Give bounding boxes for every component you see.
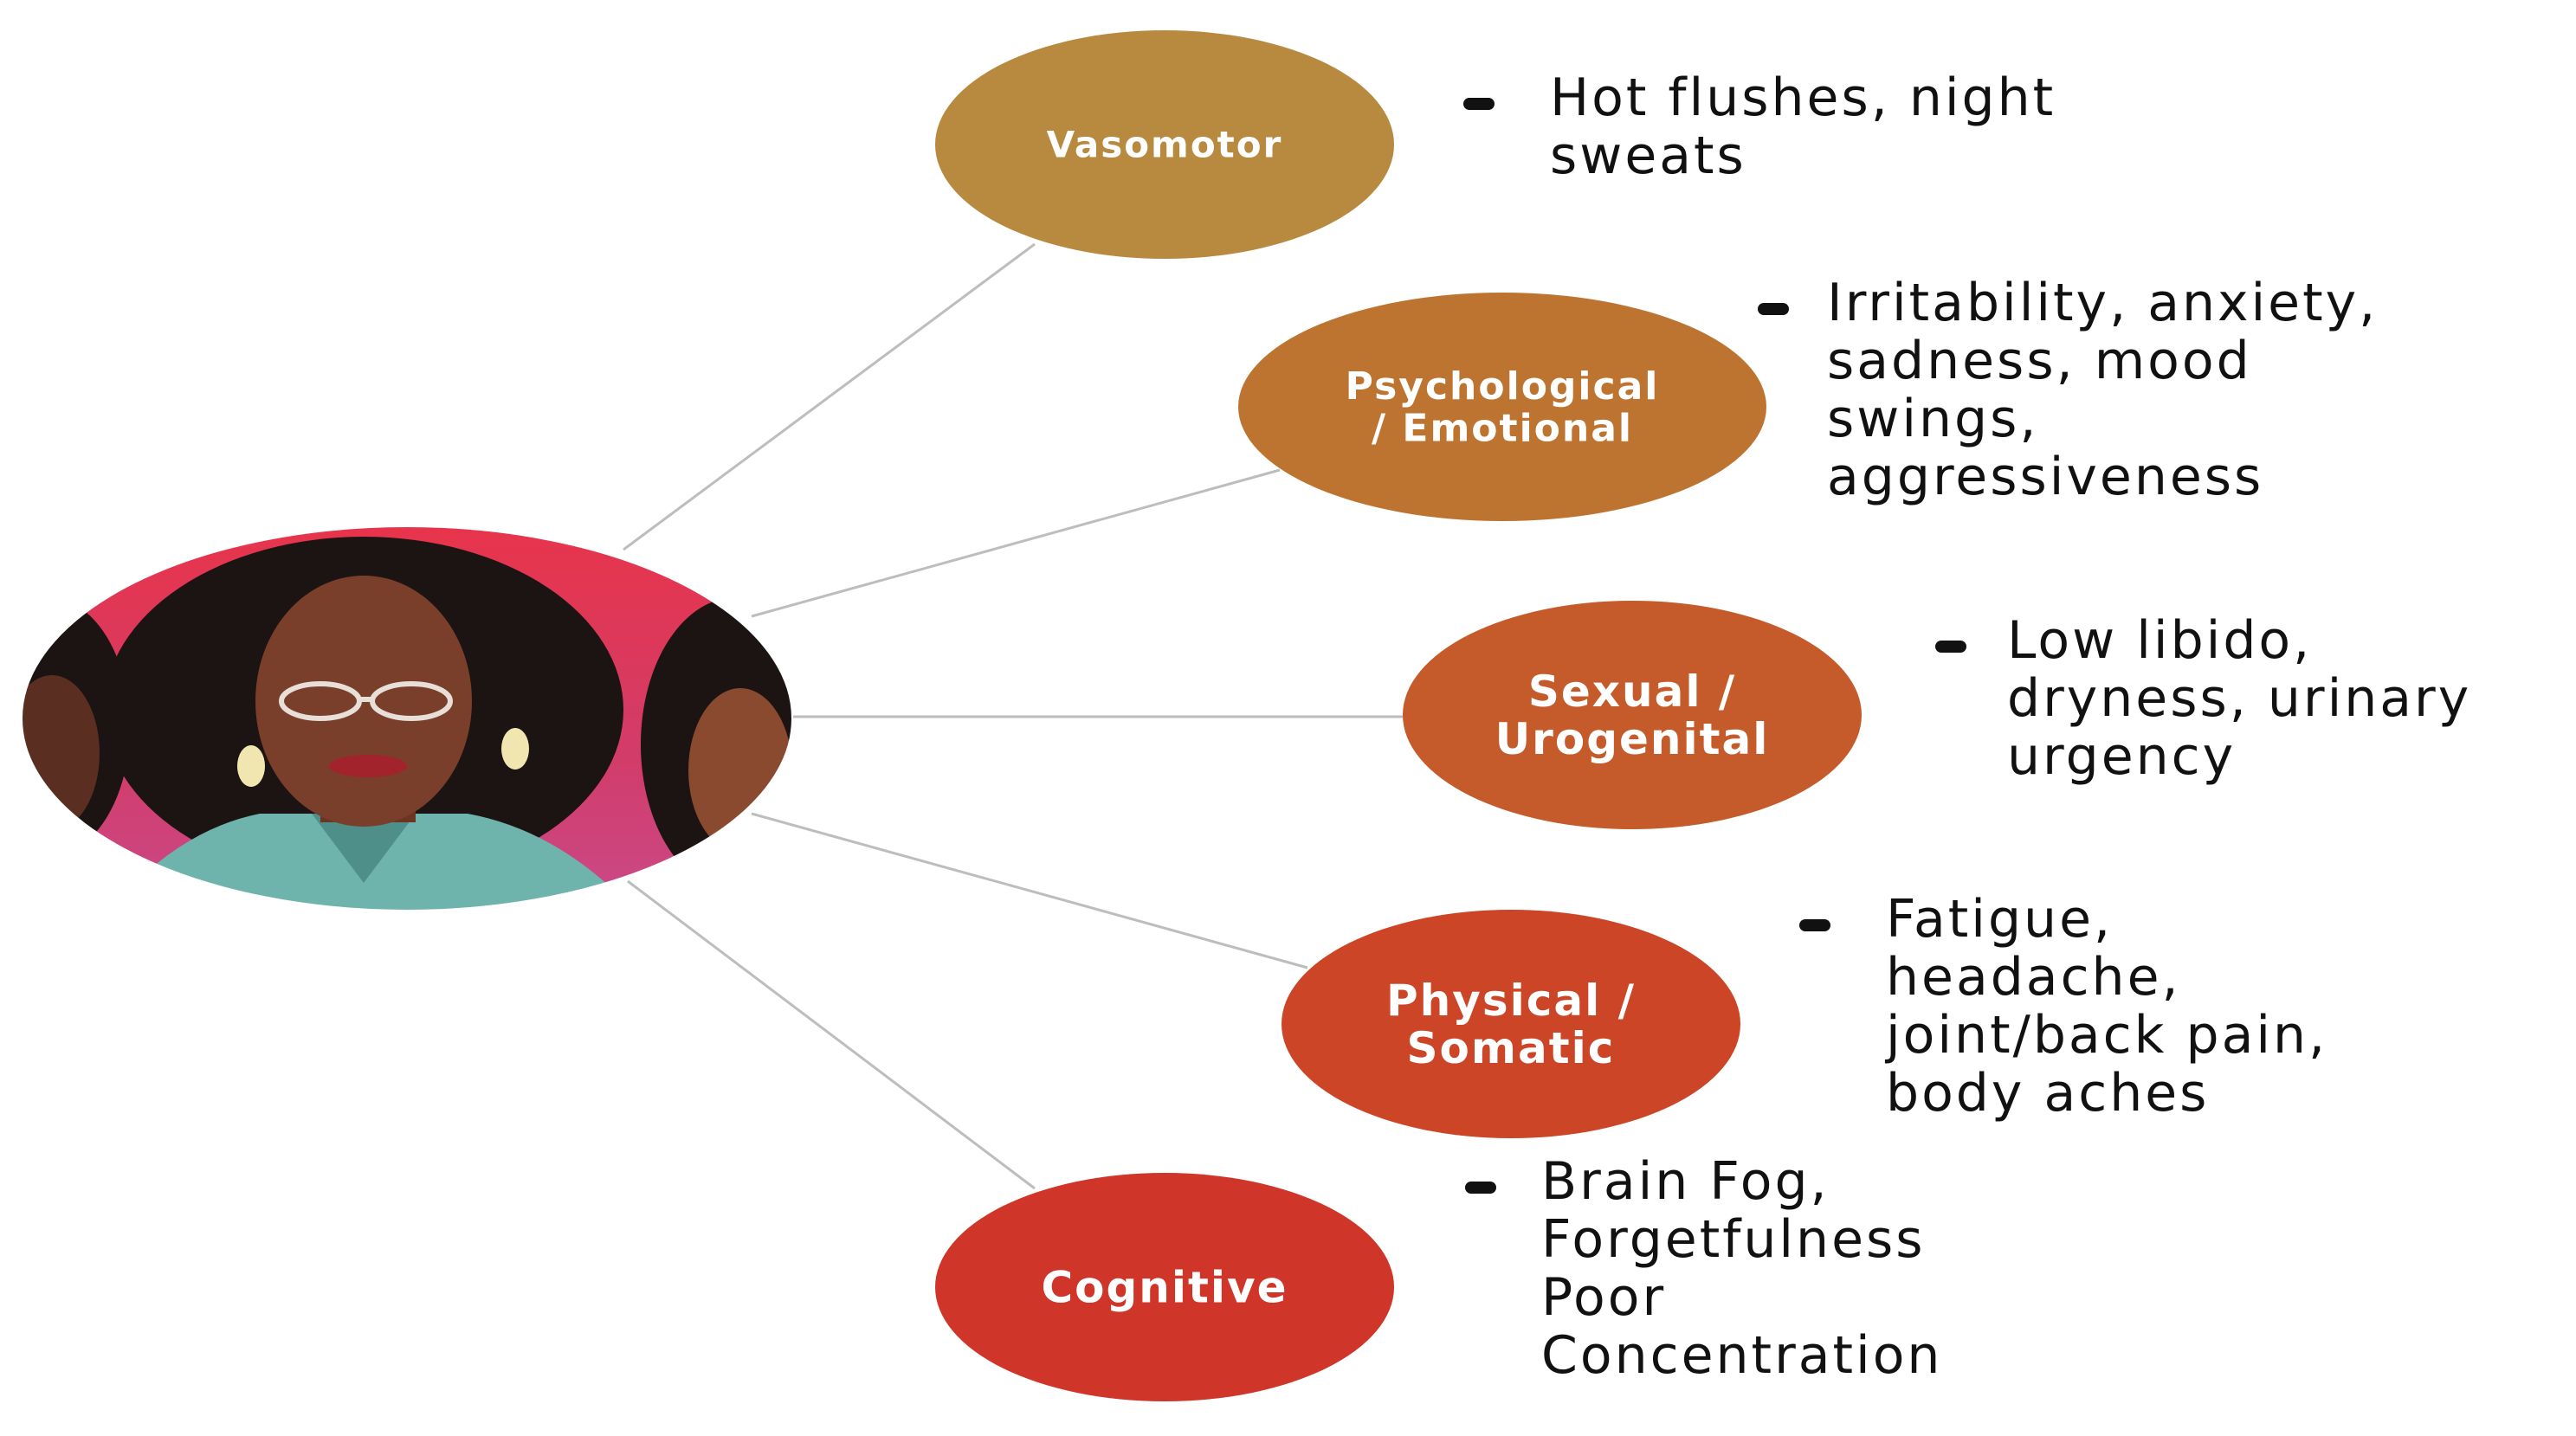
central-portrait <box>22 526 792 911</box>
symptom-line-psychological: aggressiveness <box>1827 447 2263 507</box>
node-physical: Physical /Somatic <box>1282 910 1740 1138</box>
left-earring <box>237 745 265 787</box>
symptom-line-cognitive: Poor <box>1541 1267 1666 1328</box>
node-psychological: Psychological/ Emotional <box>1238 293 1766 521</box>
connector-physical <box>751 812 1308 969</box>
symptoms-physical: Fatigue,headache,joint/back pain,body ac… <box>1799 889 2327 1124</box>
bullet-marker-vasomotor <box>1463 98 1495 110</box>
symptom-line-psychological: sadness, mood <box>1827 331 2252 391</box>
symptom-line-physical: body aches <box>1886 1063 2209 1124</box>
symptom-line-physical: joint/back pain, <box>1884 1005 2327 1066</box>
node-cognitive: Cognitive <box>935 1173 1394 1401</box>
connector-lines <box>623 242 1403 1190</box>
node-label-physical: Somatic <box>1407 1023 1616 1073</box>
node-sexual: Sexual /Urogenital <box>1403 601 1862 829</box>
node-label-sexual: Sexual / <box>1528 666 1736 717</box>
symptom-line-cognitive: Concentration <box>1541 1325 1942 1386</box>
symptom-line-vasomotor: Hot flushes, night <box>1550 68 2056 128</box>
node-label-psychological: Psychological <box>1346 364 1660 409</box>
left-figure-face <box>22 675 100 831</box>
connector-vasomotor <box>623 242 1036 551</box>
bullet-marker-psychological <box>1758 303 1789 315</box>
right-figure-face <box>688 688 792 853</box>
symptoms-psychological: Irritability, anxiety,sadness, moodswing… <box>1758 273 2378 507</box>
bullet-marker-physical <box>1799 919 1830 931</box>
node-label-cognitive: Cognitive <box>1041 1263 1288 1313</box>
node-ellipse-physical <box>1282 910 1740 1138</box>
node-label-physical: Physical / <box>1386 976 1636 1026</box>
main-figure-mouth <box>329 755 407 777</box>
symptom-line-psychological: swings, <box>1827 389 2038 449</box>
symptom-line-psychological: Irritability, anxiety, <box>1827 273 2378 333</box>
main-figure-collar <box>312 814 416 883</box>
portrait-frame <box>21 525 793 911</box>
bullet-marker-sexual <box>1935 641 1966 653</box>
node-ellipse-psychological <box>1238 293 1766 521</box>
symptom-line-cognitive: Brain Fog, <box>1541 1151 1830 1212</box>
node-vasomotor: Vasomotor <box>935 30 1394 259</box>
node-label-vasomotor: Vasomotor <box>1047 124 1283 166</box>
symptom-line-physical: Fatigue, <box>1886 889 2113 950</box>
symptom-line-sexual: Low libido, <box>2007 610 2312 671</box>
symptom-line-vasomotor: sweats <box>1550 126 1746 186</box>
node-ellipse-sexual <box>1403 601 1862 829</box>
connector-psychological <box>751 468 1281 618</box>
symptom-line-sexual: urgency <box>2007 726 2236 787</box>
symptom-line-cognitive: Forgetfulness <box>1541 1209 1926 1270</box>
bullet-marker-cognitive <box>1465 1182 1496 1194</box>
node-ellipse-vasomotor <box>935 30 1394 259</box>
node-ellipse-cognitive <box>935 1173 1394 1401</box>
node-label-sexual: Urogenital <box>1495 714 1770 764</box>
node-label-psychological: / Emotional <box>1372 407 1633 451</box>
symptom-line-physical: headache, <box>1886 947 2181 1008</box>
connector-cognitive <box>627 879 1036 1190</box>
symptom-line-sexual: dryness, urinary <box>2007 668 2471 729</box>
right-earring <box>501 728 529 770</box>
